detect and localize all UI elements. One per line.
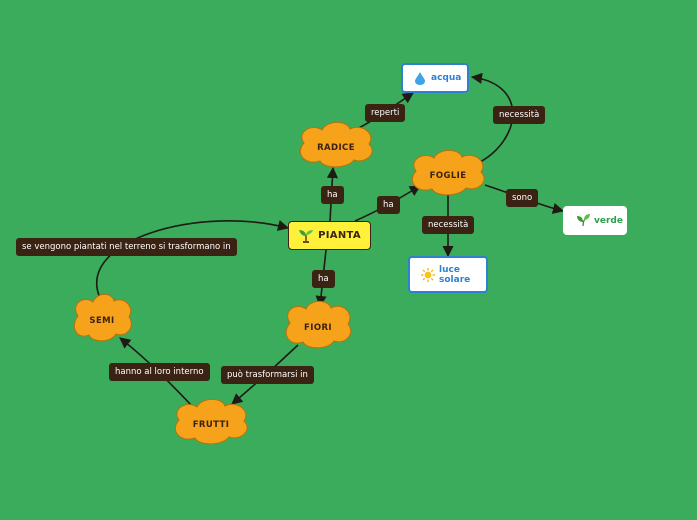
connector-semi-pianta (96, 220, 290, 299)
node-pianta-label: PIANTA (318, 230, 361, 241)
water-drop-icon (415, 71, 425, 85)
sun-icon (421, 267, 435, 282)
node-luce-label-line2: solare (439, 274, 471, 285)
link-label-fiori-frutti: può trasformarsi in (221, 366, 314, 384)
cloud-radice-label: RADICE (317, 143, 355, 153)
node-acqua-label: acqua (431, 73, 462, 83)
cloud-radice[interactable]: RADICE (299, 121, 373, 168)
cloud-semi[interactable]: SEMI (73, 293, 132, 342)
cloud-foglie[interactable]: FOGLIE (411, 149, 485, 196)
cloud-foglie-label: FOGLIE (430, 171, 467, 181)
node-luce-solare[interactable]: luce solare (408, 256, 488, 293)
node-pianta[interactable]: PIANTA (288, 221, 371, 250)
link-label-pianta-radice: ha (321, 186, 344, 204)
node-verde[interactable]: verde (563, 206, 627, 235)
link-label-frutti-semi: hanno al loro interno (109, 363, 210, 381)
node-verde-label: verde (594, 215, 623, 226)
link-label-radice-acqua: reperti (365, 104, 406, 122)
node-acqua[interactable]: acqua (401, 63, 469, 93)
cloud-frutti[interactable]: FRUTTI (174, 398, 248, 445)
link-label-foglie-acqua: necessità (493, 106, 546, 124)
leaf-icon (577, 214, 590, 227)
cloud-frutti-label: FRUTTI (193, 420, 230, 430)
link-label-semi-pianta: se vengono piantati nel terreno si trasf… (16, 238, 237, 256)
link-label-foglie-luce: necessità (422, 216, 475, 234)
node-luce-label-line1: luce (439, 264, 460, 275)
link-label-pianta-foglie: ha (377, 196, 400, 214)
cloud-fiori[interactable]: FIORI (285, 300, 352, 349)
cloud-semi-label: SEMI (89, 316, 114, 326)
link-label-foglie-verde: sono (506, 189, 539, 207)
sprout-icon (299, 229, 314, 243)
cloud-fiori-label: FIORI (304, 323, 332, 333)
link-label-pianta-fiori: ha (312, 270, 335, 288)
node-luce-solare-text: luce solare (439, 265, 470, 285)
